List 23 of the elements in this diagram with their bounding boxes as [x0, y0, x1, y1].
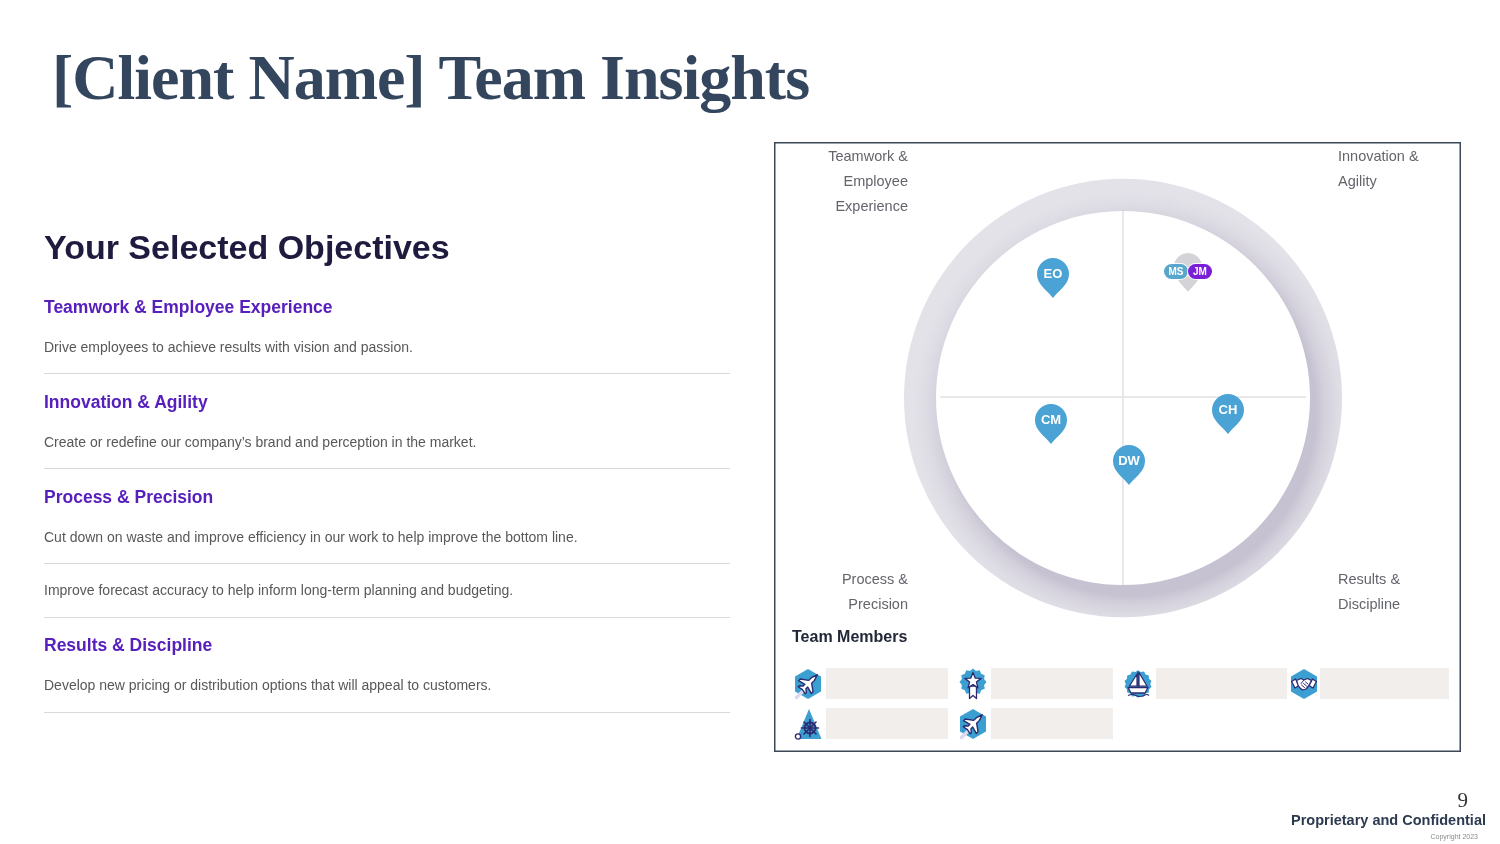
location-pin: CM [1035, 404, 1067, 444]
confidentiality-note: Proprietary and Confidential [1290, 811, 1486, 829]
initials-badge: JM [1188, 264, 1212, 279]
objective-description: Cut down on waste and improve efficiency in our work to help improve the bottom line. [44, 528, 579, 546]
location-pin: EO [1037, 258, 1069, 298]
location-pin: DW [1113, 445, 1145, 485]
objective-description: Develop new pricing or distribution options that will appeal to customers. [44, 676, 493, 694]
location-pin: CH [1212, 394, 1244, 434]
objective-title: Teamwork & Employee Experience [44, 296, 334, 318]
objective-description: Drive employees to achieve results with vision and passion. [44, 338, 414, 356]
objective-description: Create or redefine our company’s brand and perception in the market. [44, 433, 478, 451]
quadrant-label: Process & Precision [840, 569, 908, 614]
initials-badge: MS [1164, 264, 1188, 279]
quadrant-label: Results & Discipline [1338, 569, 1402, 614]
objective-title: Innovation & Agility [44, 391, 209, 413]
objective-title: Results & Discipline [44, 634, 214, 656]
objective-title: Process & Precision [44, 486, 215, 508]
section-heading: Team Members [792, 627, 909, 647]
page-number: 9 [1456, 789, 1468, 811]
objective-description: Improve forecast accuracy to help inform long-term planning and budgeting. [44, 581, 515, 599]
quadrant-label: Teamwork & Employee Experience [827, 146, 908, 216]
section-heading: Your Selected Objectives [44, 227, 451, 267]
quadrant-label: Innovation & Agility [1338, 146, 1420, 191]
